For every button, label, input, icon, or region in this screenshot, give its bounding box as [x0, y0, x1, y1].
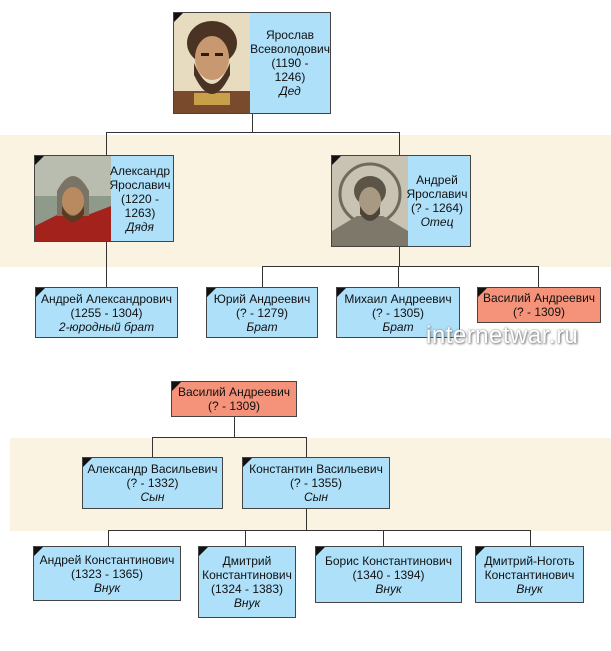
connector: [106, 132, 400, 133]
connector: [399, 247, 400, 267]
person-node-vasily-andreevich-highlighted[interactable]: Василий Андреевич (? - 1309): [477, 287, 601, 323]
person-node-mikhail-andreevich[interactable]: Михаил Андреевич (? - 1305) Брат: [336, 287, 460, 338]
collapse-corner-icon[interactable]: [207, 288, 216, 297]
collapse-corner-icon[interactable]: [332, 156, 341, 165]
person-name: Александр Васильевич: [87, 462, 218, 476]
person-name: Андрей: [416, 173, 458, 187]
person-name: Ярославич: [109, 177, 171, 192]
relation-label: Дядя: [126, 219, 154, 234]
person-node-dmitry-konstantinovich[interactable]: Дмитрий Константинович (1324 - 1383) Вну…: [198, 546, 296, 618]
connector: [252, 114, 253, 132]
person-name: Михаил Андреевич: [344, 291, 452, 306]
person-years: (? - 1305): [371, 305, 425, 320]
collapse-corner-icon[interactable]: [476, 547, 485, 556]
person-years: (? - 1309): [207, 399, 261, 413]
relation-label: Внук: [516, 581, 543, 596]
portrait-alexander: [35, 156, 111, 241]
portrait-yaroslav: [174, 13, 250, 113]
person-name: Василий Андреевич: [482, 291, 596, 305]
relation-label: Внук: [93, 580, 121, 595]
person-node-yaroslav[interactable]: Ярослав Всеволодович (1190 - 1246) Дед: [173, 12, 331, 114]
person-node-konstantin-vasilievich[interactable]: Константин Васильевич (? - 1355) Сын: [242, 457, 390, 509]
person-years: (? - 1355): [289, 476, 343, 490]
person-years: 1246): [274, 70, 306, 84]
person-years: (1220 -: [120, 191, 160, 206]
relation-label: Брат: [246, 319, 278, 334]
collapse-corner-icon[interactable]: [34, 547, 43, 556]
collapse-corner-icon[interactable]: [174, 13, 183, 22]
connector: [106, 132, 107, 155]
person-years: 1263): [124, 205, 156, 220]
connector: [383, 530, 384, 546]
person-years: (? - 1309): [512, 305, 566, 319]
connector: [152, 437, 307, 438]
person-years: (1255 - 1304): [70, 305, 143, 320]
person-name: Константин Васильевич: [249, 462, 383, 476]
connector: [106, 242, 107, 287]
collapse-corner-icon[interactable]: [83, 458, 92, 467]
connector: [530, 530, 531, 546]
person-name: Всеволодович: [250, 42, 330, 56]
person-name: Александр: [109, 163, 171, 178]
connector: [262, 266, 263, 287]
person-years: (1323 - 1365): [70, 566, 144, 581]
connector: [399, 132, 400, 155]
connector: [108, 530, 531, 531]
person-years: (? - 1279): [235, 305, 289, 320]
collapse-corner-icon[interactable]: [199, 547, 208, 556]
person-name: Андрей Александрович: [40, 291, 173, 306]
connector: [262, 266, 539, 267]
person-node-alexander-vasilievich[interactable]: Александр Васильевич (? - 1332) Сын: [82, 457, 223, 509]
person-name: Борис Константинович: [324, 553, 453, 568]
relation-label: Брат: [382, 319, 414, 334]
person-name: Константинович: [202, 568, 292, 582]
connector: [245, 530, 246, 546]
collapse-corner-icon[interactable]: [36, 288, 45, 297]
connector: [538, 266, 539, 287]
person-name: Константинович: [484, 567, 575, 582]
person-node-andrey-alexandrovich[interactable]: Андрей Александрович (1255 - 1304) 2-юро…: [35, 287, 178, 338]
person-years: (? - 1264): [410, 201, 464, 215]
collapse-corner-icon[interactable]: [35, 156, 44, 165]
relation-label: Сын: [140, 490, 165, 504]
relation-label: Дед: [279, 84, 301, 98]
person-node-dmitry-nogot-konstantinovich[interactable]: Дмитрий-Ноготь Константинович Внук: [475, 546, 584, 603]
connector: [152, 437, 153, 457]
portrait-andrey: [332, 156, 408, 246]
person-years: (? - 1332): [126, 476, 179, 490]
person-name: Юрий Андреевич: [213, 291, 311, 306]
collapse-corner-icon[interactable]: [337, 288, 346, 297]
person-name: Ярослав: [265, 28, 315, 42]
connector: [234, 417, 235, 437]
relation-label: 2-юродный брат: [58, 319, 155, 334]
collapse-corner-icon[interactable]: [243, 458, 252, 467]
collapse-corner-icon[interactable]: [478, 288, 487, 297]
person-years: (1340 - 1394): [352, 567, 425, 582]
person-node-boris-konstantinovich[interactable]: Борис Константинович (1340 - 1394) Внук: [315, 546, 462, 603]
relation-label: Внук: [375, 581, 402, 596]
connector: [108, 530, 109, 546]
relation-label: Отец: [420, 215, 454, 229]
collapse-corner-icon[interactable]: [316, 547, 325, 556]
person-name: Дмитрий-Ноготь: [484, 553, 575, 568]
connector: [306, 509, 307, 530]
collapse-corner-icon[interactable]: [172, 382, 181, 391]
connector: [398, 266, 399, 287]
person-name: Василий Андреевич: [177, 385, 291, 399]
connector: [306, 437, 307, 457]
person-node-vasily-andreevich-root[interactable]: Василий Андреевич (? - 1309): [171, 381, 297, 417]
person-node-andrey-yaroslavich[interactable]: Андрей Ярославич (? - 1264) Отец: [331, 155, 471, 247]
relation-label: Внук: [233, 596, 261, 610]
person-years: (1190 -: [271, 56, 309, 70]
person-years: (1324 - 1383): [210, 582, 284, 596]
person-name: Ярославич: [406, 187, 468, 201]
person-name: Дмитрий: [222, 554, 272, 568]
person-node-andrey-konstantinovich[interactable]: Андрей Константинович (1323 - 1365) Внук: [33, 546, 181, 601]
relation-label: Сын: [303, 490, 329, 504]
person-name: Андрей Константинович: [39, 552, 175, 567]
watermark: internetwar.ru: [426, 322, 579, 349]
person-node-yuri-andreevich[interactable]: Юрий Андреевич (? - 1279) Брат: [206, 287, 318, 338]
person-node-alexander-yaroslavich[interactable]: Александр Ярославич (1220 - 1263) Дядя: [34, 155, 174, 242]
